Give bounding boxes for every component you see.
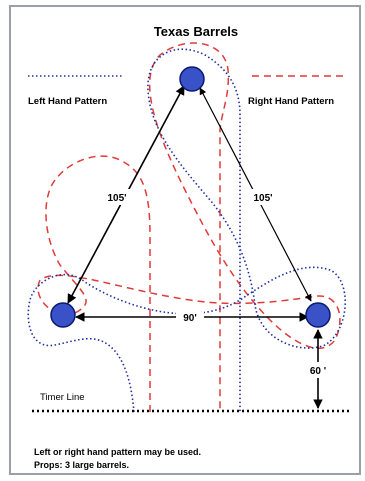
props-note: Props: 3 large barrels. (34, 460, 129, 470)
left-hand-pattern-path (27, 48, 347, 413)
right-hand-legend-label: Right Hand Pattern (248, 96, 334, 107)
right-hand-pattern-path (37, 42, 341, 412)
timer-line-label: Timer Line (40, 392, 85, 403)
right-to-top-distance: 105' (253, 193, 272, 204)
diagram-border (9, 5, 361, 475)
pattern-note: Left or right hand pattern may be used. (34, 447, 201, 457)
diagram-title: Texas Barrels (154, 24, 238, 39)
right-barrel (305, 302, 331, 328)
left-barrel (50, 302, 76, 328)
left-to-right-distance: 90' (183, 313, 197, 324)
left-hand-legend-label: Left Hand Pattern (28, 96, 107, 107)
right-to-timer-distance: 60 ' (310, 366, 326, 377)
left-to-top-distance: 105' (107, 193, 126, 204)
top-barrel (179, 66, 205, 92)
